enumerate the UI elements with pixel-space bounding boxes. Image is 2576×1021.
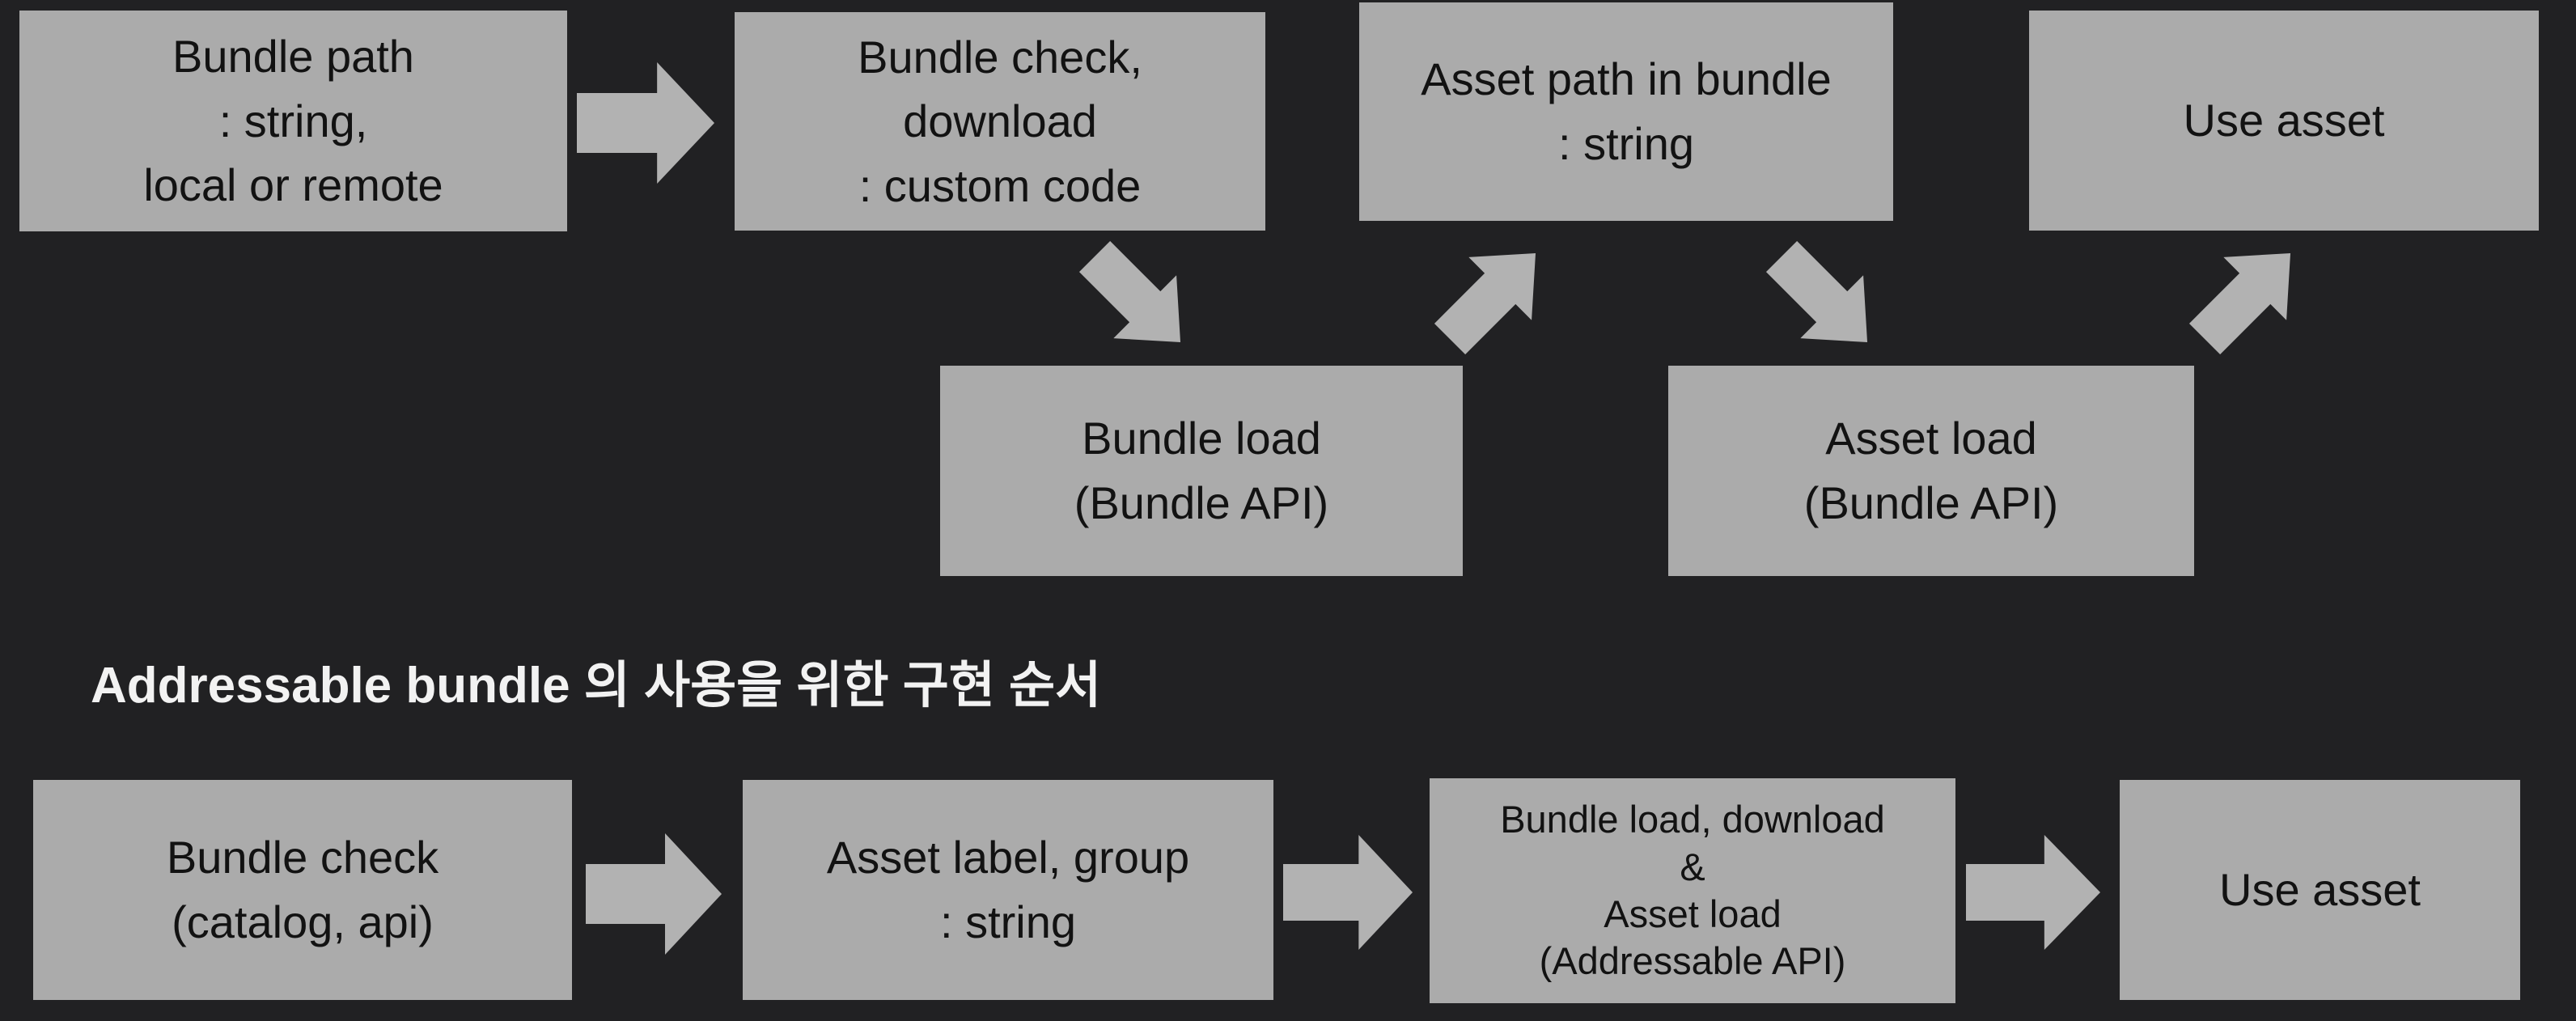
box-line: : string — [1557, 118, 1695, 169]
box-line: Bundle path — [172, 31, 414, 83]
box-line: (catalog, api) — [172, 896, 434, 947]
arrow-down-right-icon — [1750, 225, 1899, 374]
flow-box-asset-label-group: Asset label, group : string — [743, 780, 1273, 1000]
flow-box-use-asset-top: Use asset — [2029, 11, 2539, 231]
box-line: Use asset — [2183, 95, 2385, 146]
flow-box-bundle-check-catalog: Bundle check (catalog, api) — [33, 780, 572, 1000]
arrow-right-icon — [1283, 835, 1413, 950]
box-line: Bundle check, — [858, 31, 1142, 83]
box-line: Bundle load, download — [1500, 798, 1885, 841]
arrow-down-right-icon — [1063, 225, 1212, 374]
flow-box-use-asset-bottom: Use asset — [2120, 780, 2520, 1000]
flow-box-asset-load: Asset load (Bundle API) — [1668, 366, 2194, 576]
box-line: Asset label, group — [826, 832, 1190, 883]
box-line: (Bundle API) — [1074, 477, 1329, 528]
flow-box-bundle-load: Bundle load (Bundle API) — [940, 366, 1463, 576]
box-line: Asset path in bundle — [1421, 53, 1832, 105]
box-line: Asset load — [1825, 413, 2037, 464]
arrow-up-right-icon — [1418, 222, 1567, 371]
box-line: local or remote — [143, 159, 443, 211]
box-line: (Addressable API) — [1539, 939, 1846, 983]
box-line: Use asset — [2219, 864, 2421, 916]
box-line: Bundle check — [166, 832, 439, 883]
box-line: : string — [939, 896, 1077, 947]
box-line: (Bundle API) — [1803, 477, 2059, 528]
flow-box-bundle-check-download: Bundle check, download : custom code — [735, 12, 1265, 231]
arrow-right-icon — [1966, 835, 2100, 950]
arrow-right-icon — [577, 62, 714, 184]
flow-box-asset-path-in-bundle: Asset path in bundle : string — [1359, 2, 1893, 221]
box-line: & — [1680, 845, 1705, 888]
section-heading: Addressable bundle 의 사용을 위한 구현 순서 — [91, 658, 1102, 714]
flow-box-bundle-path: Bundle path : string, local or remote — [19, 11, 567, 231]
flow-box-combined-load: Bundle load, download & Asset load (Addr… — [1430, 778, 1955, 1003]
box-line: : custom code — [858, 159, 1142, 211]
arrow-up-right-icon — [2173, 222, 2322, 371]
box-line: Bundle load — [1082, 413, 1321, 464]
box-line: : string, — [218, 95, 368, 146]
arrow-right-icon — [586, 833, 722, 955]
box-line: Asset load — [1604, 892, 1782, 935]
box-line: download — [903, 95, 1097, 147]
